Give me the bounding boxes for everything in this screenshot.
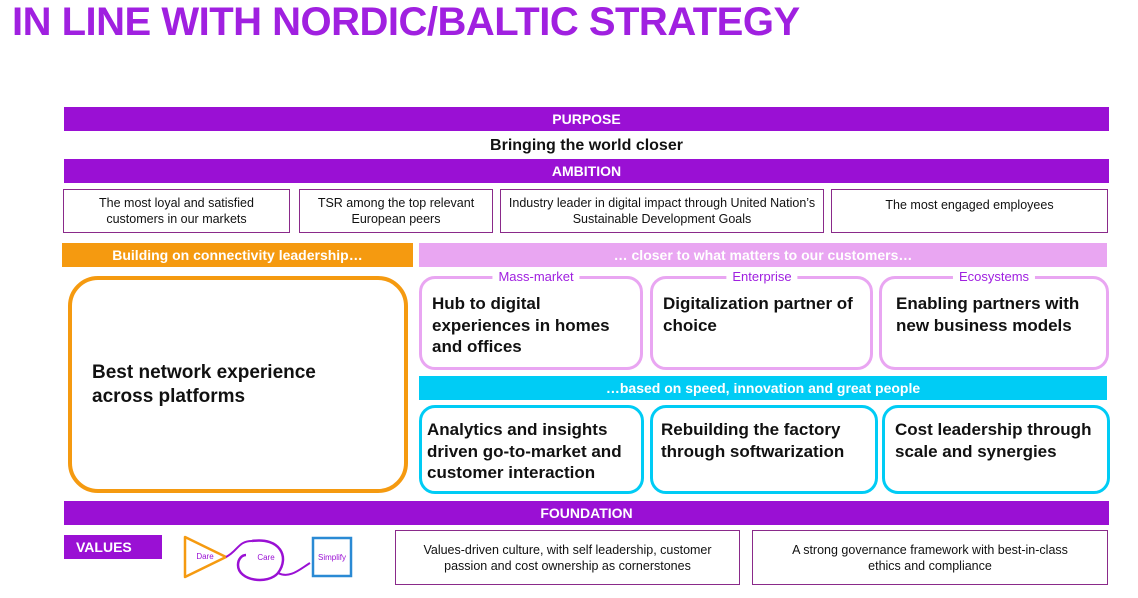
network-experience-text: Best network experience across platforms [92,361,316,407]
analytics-card: Analytics and insights driven go-to-mark… [419,405,644,494]
foundation-bar: FOUNDATION [64,501,1109,525]
enterprise-label: Enterprise [726,269,798,284]
ecosystems-label: Ecosystems [952,269,1036,284]
ambition-box: Industry leader in digital impact throug… [500,189,824,233]
cost-leadership-card: Cost leadership through scale and synerg… [882,405,1110,494]
connector-line [225,540,253,558]
value-care: Care [257,553,275,562]
values-label: VALUES [64,535,162,559]
simplify-icon [311,536,353,578]
values-icons: Dare Care Simplify [180,529,360,585]
purpose-statement: Bringing the world closer [490,137,683,154]
connector-line [277,562,311,576]
mass-market-card: Hub to digital experiences in homes and … [419,276,643,370]
values-graphic: Dare Care Simplify [183,535,353,582]
culture-box: Values-driven culture, with self leaders… [395,530,740,585]
page-title: IN LINE WITH NORDIC/BALTIC STRATEGY [12,0,800,44]
mass-market-label: Mass-market [492,269,580,284]
ambition-box: The most loyal and satisfied customers i… [63,189,290,233]
network-experience-box: Best network experience across platforms [68,276,408,493]
ambition-box: The most engaged employees [831,189,1108,233]
speed-header: …based on speed, innovation and great pe… [419,376,1107,400]
enterprise-card: Digitalization partner of choice [650,276,873,370]
connectivity-header: Building on connectivity leadership… [62,243,413,267]
ambition-bar: AMBITION [64,159,1109,183]
care-icon [236,539,285,582]
ambition-box: TSR among the top relevant European peer… [299,189,493,233]
value-simplify: Simplify [318,553,346,562]
factory-card: Rebuilding the factory through softwariz… [650,405,878,494]
purpose-bar: PURPOSE [64,107,1109,131]
value-dare: Dare [196,552,214,561]
ecosystems-card: Enabling partners with new business mode… [879,276,1109,370]
customers-header: … closer to what matters to our customer… [419,243,1107,267]
dare-icon [183,535,228,579]
governance-box: A strong governance framework with best-… [752,530,1108,585]
